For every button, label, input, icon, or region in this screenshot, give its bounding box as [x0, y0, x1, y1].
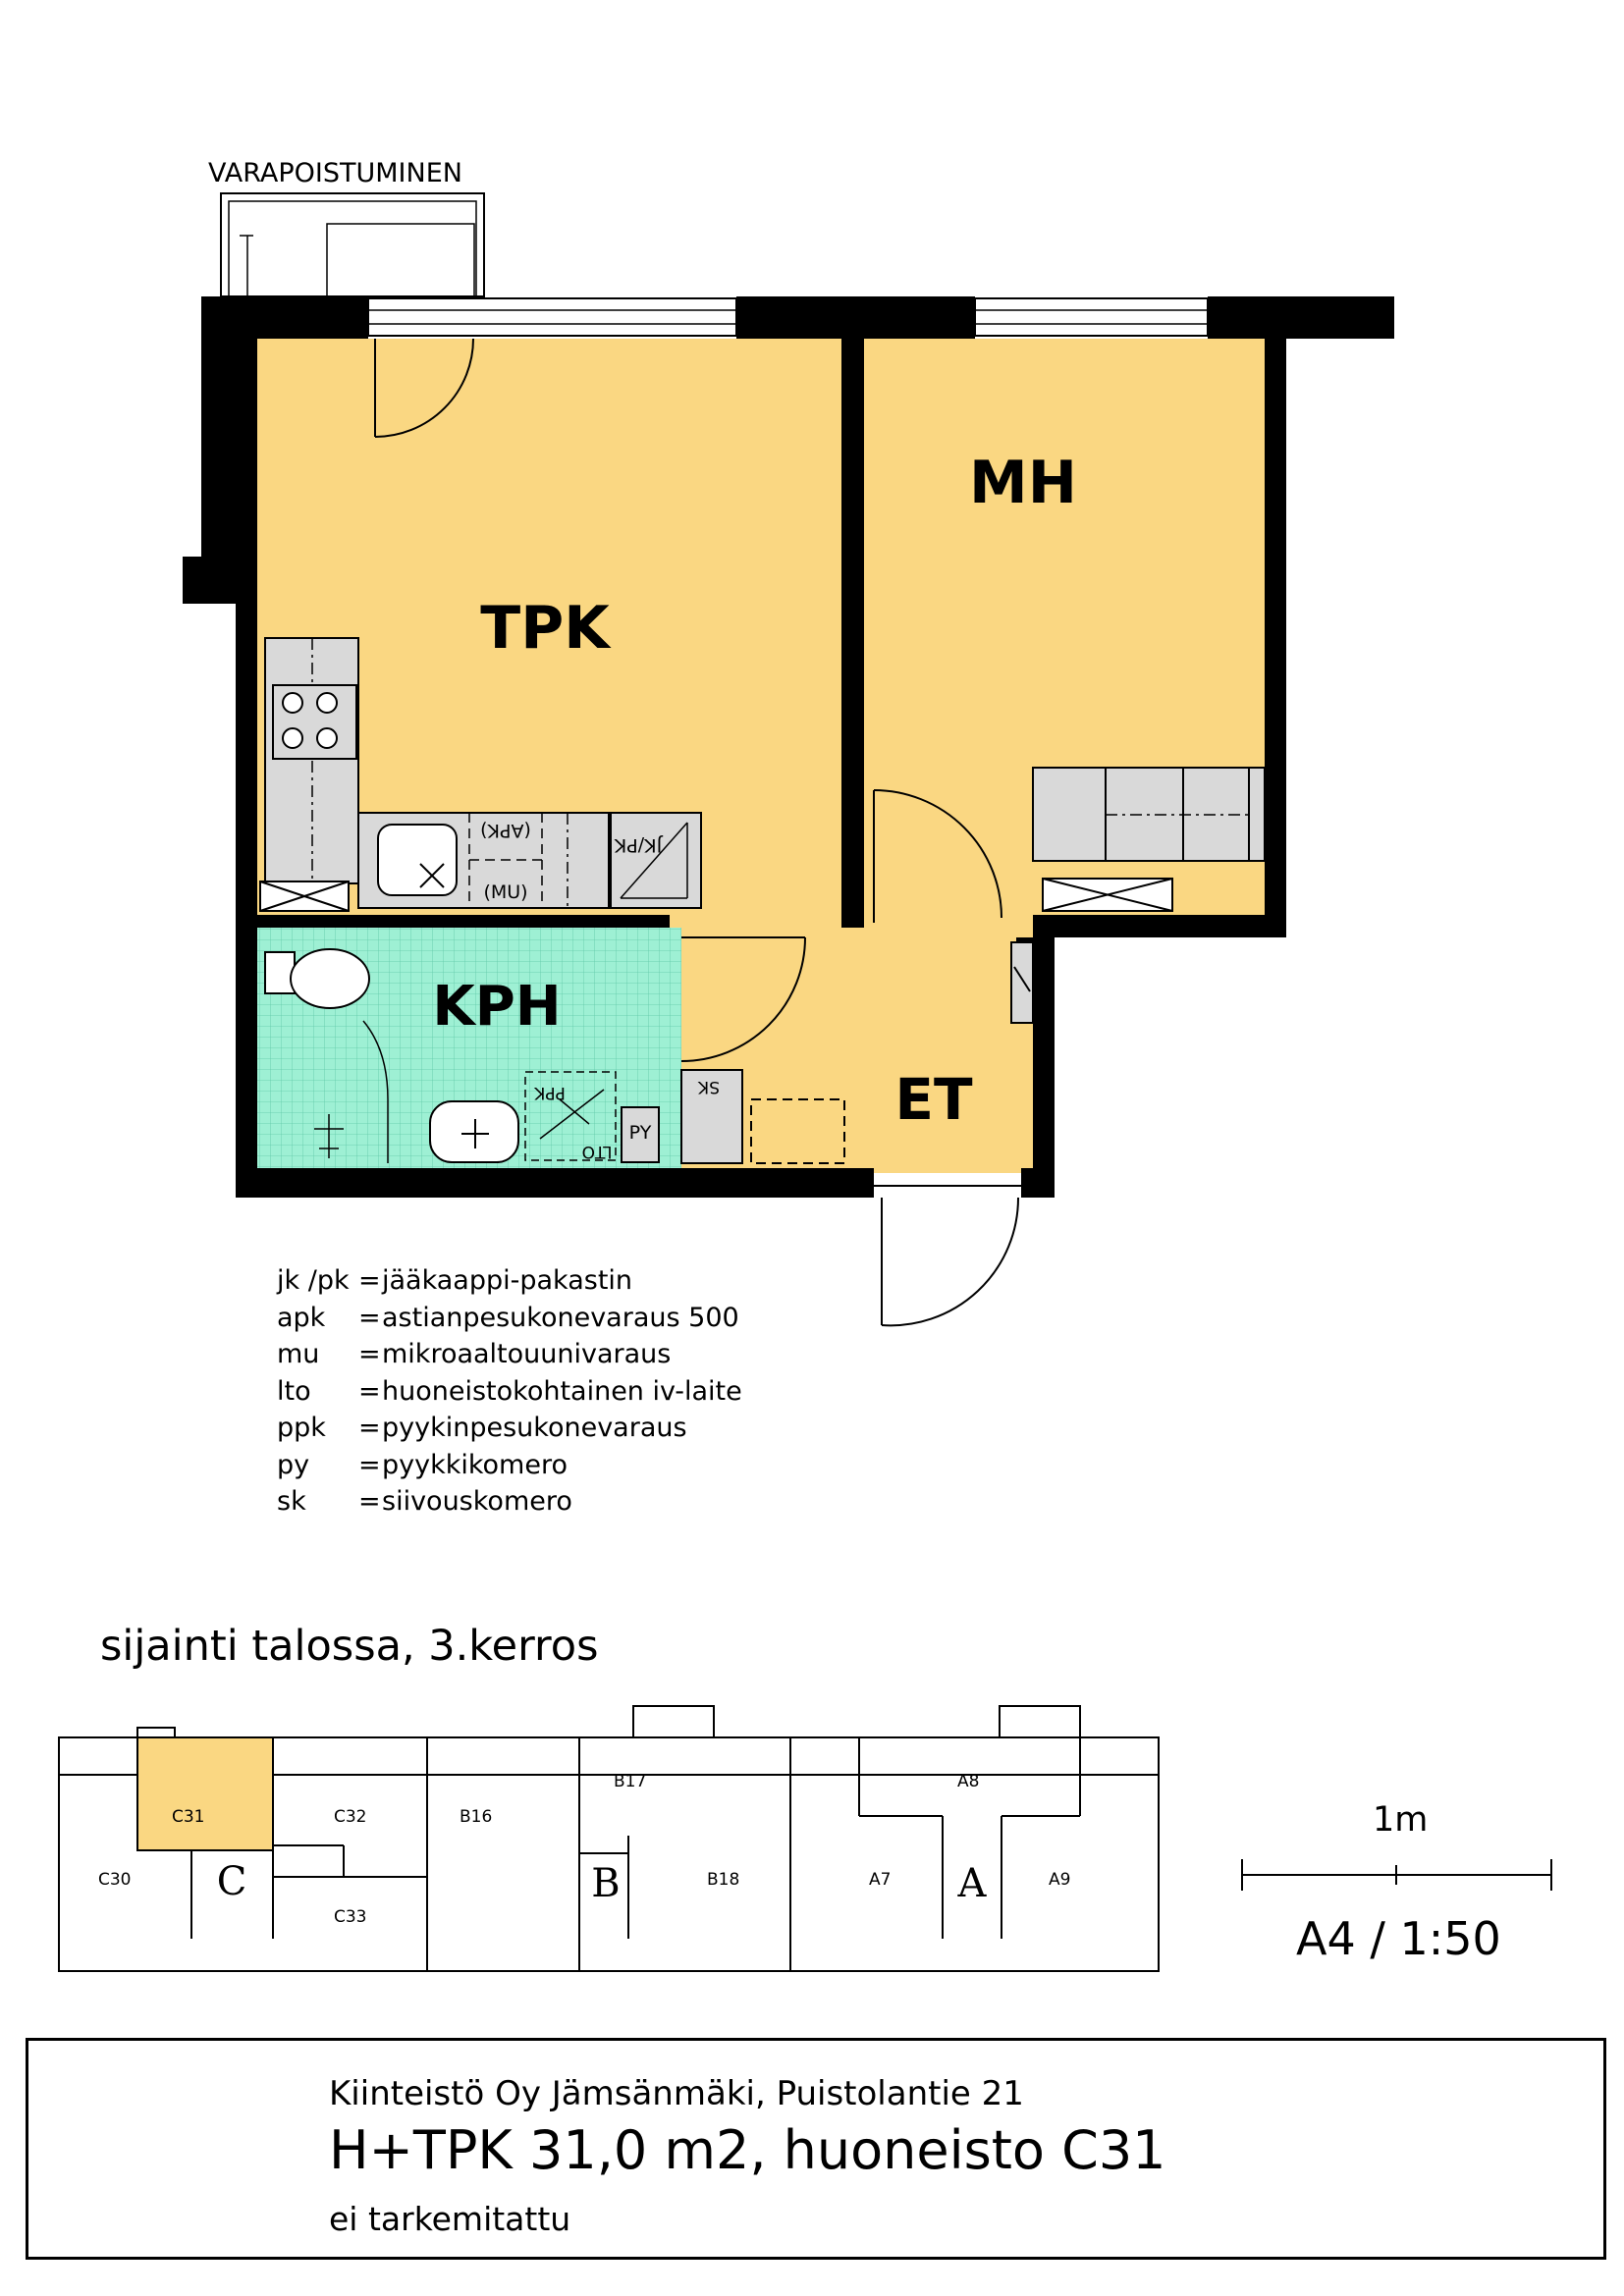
balcony-door — [374, 338, 474, 438]
legend-abbr: mu — [277, 1339, 320, 1369]
electrical-panel — [1010, 941, 1034, 1024]
legend-abbr: apk — [277, 1302, 326, 1333]
legend-desc: pyykkikomero — [382, 1449, 568, 1480]
legend-eq: = — [358, 1375, 381, 1407]
scale-ratio-label: A4 / 1:50 — [1296, 1912, 1501, 1965]
wardrobes-mh — [1032, 767, 1266, 862]
legend-eq: = — [358, 1486, 381, 1517]
lto-label: LTO — [582, 1142, 613, 1161]
property-name: Kiinteistö Oy Jämsänmäki, Puistolantie 2… — [329, 2074, 1024, 2113]
location-key-plan — [58, 1705, 1160, 1972]
legend-abbr: sk — [277, 1486, 306, 1517]
abbreviation-legend: jk /pk=jääkaappi-pakastin apk=astianpesu… — [277, 1262, 742, 1521]
legend-eq: = — [358, 1265, 381, 1296]
legend-eq: = — [358, 1449, 381, 1480]
stair-a-label: A — [957, 1861, 988, 1906]
bedroom-door — [873, 789, 1002, 923]
legend-desc: mikroaaltouunivaraus — [382, 1339, 672, 1369]
stair-c-label: C — [217, 1859, 247, 1904]
entrance-door — [874, 1185, 1021, 1327]
emergency-exit-label: VARAPOISTUMINEN — [208, 158, 462, 188]
room-label-et: ET — [894, 1066, 973, 1133]
kitchen-counter — [264, 637, 702, 909]
legend-desc: pyykinpesukonevaraus — [382, 1413, 687, 1443]
scale-bar — [1241, 1859, 1552, 1891]
py-label: PY — [629, 1122, 652, 1144]
unit-c31: C31 — [172, 1807, 205, 1827]
balcony — [220, 192, 485, 297]
stair-b-label: B — [591, 1861, 620, 1906]
legend-eq: = — [358, 1413, 381, 1443]
legend-item: jk /pk =jääkaappi-pakastin — [277, 1262, 742, 1300]
jkpk-label: JK/PK — [614, 834, 663, 856]
shaft-kitchen — [259, 881, 350, 912]
sk-label: SK — [697, 1077, 720, 1096]
legend-item: apk =astianpesukonevaraus 500 — [277, 1300, 742, 1337]
room-label-tpk: TPK — [480, 594, 612, 663]
legend-desc: jääkaappi-pakastin — [382, 1265, 633, 1296]
room-label-mh: MH — [969, 449, 1077, 517]
window-tpk — [367, 297, 737, 337]
legend-desc: siivouskomero — [382, 1486, 572, 1517]
unit-b18: B18 — [707, 1870, 739, 1890]
legend-item: lto =huoneistokohtainen iv-laite — [277, 1373, 742, 1411]
legend-desc: astianpesukonevaraus 500 — [382, 1302, 739, 1333]
unit-c33: C33 — [334, 1907, 367, 1927]
ppk-label: PPK — [533, 1083, 566, 1102]
legend-eq: = — [358, 1302, 381, 1333]
legend-item: ppk =pyykinpesukonevaraus — [277, 1410, 742, 1447]
unit-a7: A7 — [869, 1870, 891, 1890]
legend-abbr: ppk — [277, 1413, 326, 1443]
legend-desc: huoneistokohtainen iv-laite — [382, 1375, 742, 1407]
legend-eq: = — [358, 1339, 381, 1369]
location-title: sijainti talossa, 3.kerros — [100, 1622, 599, 1671]
room-label-kph: KPH — [432, 975, 561, 1039]
title-block: Kiinteistö Oy Jämsänmäki, Puistolantie 2… — [26, 2038, 1606, 2260]
unit-b16: B16 — [460, 1807, 492, 1827]
unit-b17: B17 — [614, 1772, 646, 1791]
unit-c32: C32 — [334, 1807, 367, 1827]
unit-a9: A9 — [1049, 1870, 1070, 1890]
apartment-title: H+TPK 31,0 m2, huoneisto C31 — [329, 2119, 1166, 2181]
legend-item: sk =siivouskomero — [277, 1483, 742, 1521]
legend-item: py =pyykkikomero — [277, 1447, 742, 1484]
apk-label: (APK) — [480, 820, 531, 841]
legend-item: mu =mikroaaltouunivaraus — [277, 1336, 742, 1373]
unit-a8: A8 — [957, 1772, 979, 1791]
legend-abbr: lto — [277, 1375, 311, 1407]
window-mh — [974, 297, 1209, 337]
bathroom-door — [680, 936, 806, 1062]
measurement-note: ei tarkemitattu — [329, 2200, 571, 2238]
mu-label: (MU) — [483, 881, 527, 903]
scale-unit-label: 1m — [1373, 1800, 1429, 1840]
shaft-bedroom — [1042, 878, 1173, 912]
unit-c30: C30 — [98, 1870, 132, 1890]
bathroom-fixtures — [264, 948, 743, 1164]
walls — [183, 296, 1394, 1198]
legend-abbr: py — [277, 1449, 310, 1480]
legend-abbr: jk /pk — [277, 1265, 350, 1296]
